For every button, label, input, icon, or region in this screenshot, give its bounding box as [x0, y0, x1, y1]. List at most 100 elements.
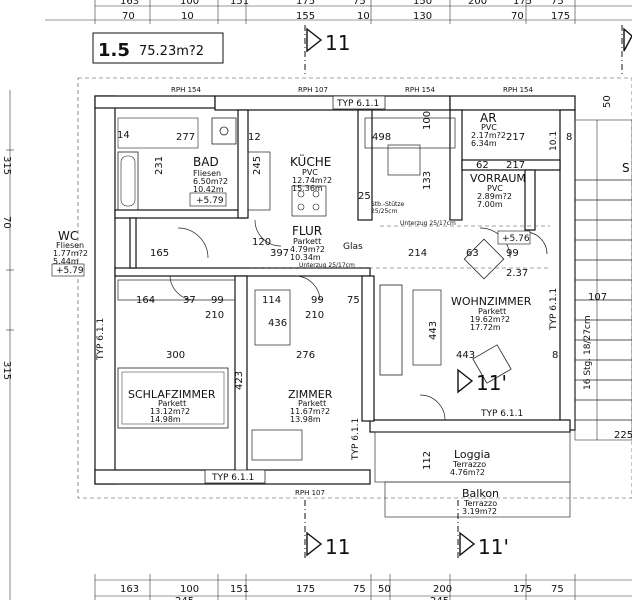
level-box-wc: [51, 263, 85, 277]
bottom-dim-r2-2: 245: [430, 596, 449, 600]
unterzug-label-2: Unterzug 25/17cm: [299, 262, 355, 269]
section-mark-11p-mid: 11': [476, 371, 507, 395]
dim-zimmer-423: 423: [234, 371, 245, 390]
room-name-loggia: Loggia: [454, 448, 490, 461]
section-marker-bottom-left: [304, 500, 323, 560]
glas-label: Glas: [343, 242, 363, 252]
top-dim-r2-3: 155: [296, 11, 315, 22]
room-area1-kueche: 12.74m?2: [292, 176, 332, 185]
bottom-dim-7: 200: [433, 584, 452, 595]
dim-zimmer-276: 276: [296, 350, 315, 361]
room-floor-wohnzimmer: Parkett: [478, 307, 506, 316]
left-dim-3: 315: [1, 361, 12, 380]
level-box-bad: [189, 192, 227, 207]
bottom-dimension-lines: [94, 574, 632, 600]
dim-flur-214: 214: [408, 248, 427, 259]
typ-box-top: [332, 95, 386, 110]
double-bed: [117, 367, 229, 429]
room-area2-kueche: 15.36m: [292, 184, 323, 193]
room-area2-wohnzimmer: 17.72m: [470, 323, 501, 332]
room-name-bad: BAD: [193, 155, 219, 169]
interior-walls: [114, 109, 561, 472]
dim-loggia-112: 112: [422, 451, 433, 470]
wardrobe-schlaf: [117, 279, 236, 301]
room-area1-loggia: 4.76m?2: [450, 468, 485, 477]
bottom-dim-6: 50: [378, 584, 391, 595]
room-name-zimmer: ZIMMER: [288, 388, 333, 401]
room-area2-flur: 10.34m: [290, 253, 321, 262]
section-mark-11p-bottom: 11': [478, 535, 509, 559]
section-marker-mid: [457, 368, 474, 394]
stb-label: Stb.-Stütze: [371, 201, 405, 208]
bottom-dim-8: 175: [513, 584, 532, 595]
room-name-wc: WC: [58, 229, 78, 243]
dim-mid-210a: 210: [205, 310, 224, 321]
top-dim-4: 175: [296, 0, 315, 7]
section-mark-11-top: 11: [325, 31, 350, 55]
zimmer-cabinet: [254, 289, 291, 346]
top-dim-r2-5: 130: [413, 11, 432, 22]
left-dim-1: 315: [1, 156, 12, 175]
top-dim-8: 175: [513, 0, 532, 7]
rph-label-4: RPH 154: [503, 86, 533, 94]
typ-wohn-label: TYP 6.1.1: [549, 288, 559, 331]
dim-kueche-100: 100: [422, 111, 433, 130]
room-area2-ar: 6.34m: [471, 139, 497, 148]
room-area1-vorraum: 2.89m?2: [477, 192, 512, 201]
room-area1-flur: 4.79m?2: [290, 245, 325, 254]
dim-bad-14: 14: [117, 130, 130, 141]
dim-mid-436: 436: [268, 318, 287, 329]
level-vorraum: +5.76: [502, 234, 530, 244]
dim-mid-107: 107: [588, 292, 607, 303]
dim-flur-63: 63: [466, 248, 479, 259]
left-dimension-lines: [6, 90, 14, 600]
unterzug-label-1: Unterzug 25/17cm: [400, 220, 456, 227]
dim-schlaf-300: 300: [166, 350, 185, 361]
dim-mid-164: 164: [136, 295, 155, 306]
top-dimension-lines: [45, 0, 632, 24]
dim-mid-99: 99: [211, 295, 224, 306]
room-area2-wc: 5.44m: [53, 257, 79, 266]
washbasin: [211, 117, 237, 145]
typ-label-top: TYP 6.1.1: [336, 99, 379, 109]
loggia-balkon-outline: [374, 431, 571, 518]
bottom-dim-1: 163: [120, 584, 139, 595]
room-floor-ar: PVC: [481, 123, 497, 132]
top-dim-3: 151: [230, 0, 249, 7]
kitchen-counter: [247, 144, 421, 217]
bathtub: [117, 151, 139, 211]
typ-label-zimmer: TYP 6.1.1: [351, 418, 361, 461]
zimmer-desk: [251, 429, 303, 461]
dim-vor-62: 62: [476, 160, 489, 171]
dim-wohn-8: 8: [552, 350, 558, 361]
unit-outline: [77, 77, 632, 499]
rph-label-2: RPH 107: [298, 86, 328, 94]
dim-loggia-225: 225: [614, 430, 632, 441]
dim-ar-8: 8: [566, 132, 572, 143]
room-area2-schlafzimmer: 14.98m: [150, 415, 181, 424]
bottom-dim-r2-1: 245: [175, 596, 194, 600]
room-area1-wohnzimmer: 19.62m?2: [470, 315, 510, 324]
dim-kueche-25: 25: [358, 191, 371, 202]
room-area1-wc: 1.77m?2: [53, 249, 88, 258]
typ-label-wohn: TYP 6.1.1: [480, 409, 523, 419]
dim-flur-237: 2.37: [506, 268, 528, 279]
dim-kueche-498: 498: [372, 132, 391, 143]
room-floor-schlafzimmer: Parkett: [158, 399, 186, 408]
kitchen-upper-unit: [364, 117, 456, 149]
dim-wc-165: 165: [150, 248, 169, 259]
dim-flur-120: 120: [252, 237, 271, 248]
top-dim-1: 163: [120, 0, 139, 7]
dim-mid-75: 75: [347, 295, 360, 306]
room-floor-flur: Parkett: [293, 237, 321, 246]
room-name-vorraum: VORRAUM: [470, 172, 526, 185]
dim-bad-231: 231: [154, 156, 165, 175]
rph-label-3: RPH 154: [405, 86, 435, 94]
bottom-dim-5: 75: [353, 584, 366, 595]
stb-size-label: 25/25cm: [371, 208, 398, 215]
room-floor-wc: Fliesen: [56, 241, 84, 250]
typ-box-bottom: [204, 469, 266, 484]
room-floor-bad: Fliesen: [193, 169, 221, 178]
dim-vor-217: 217: [506, 160, 525, 171]
